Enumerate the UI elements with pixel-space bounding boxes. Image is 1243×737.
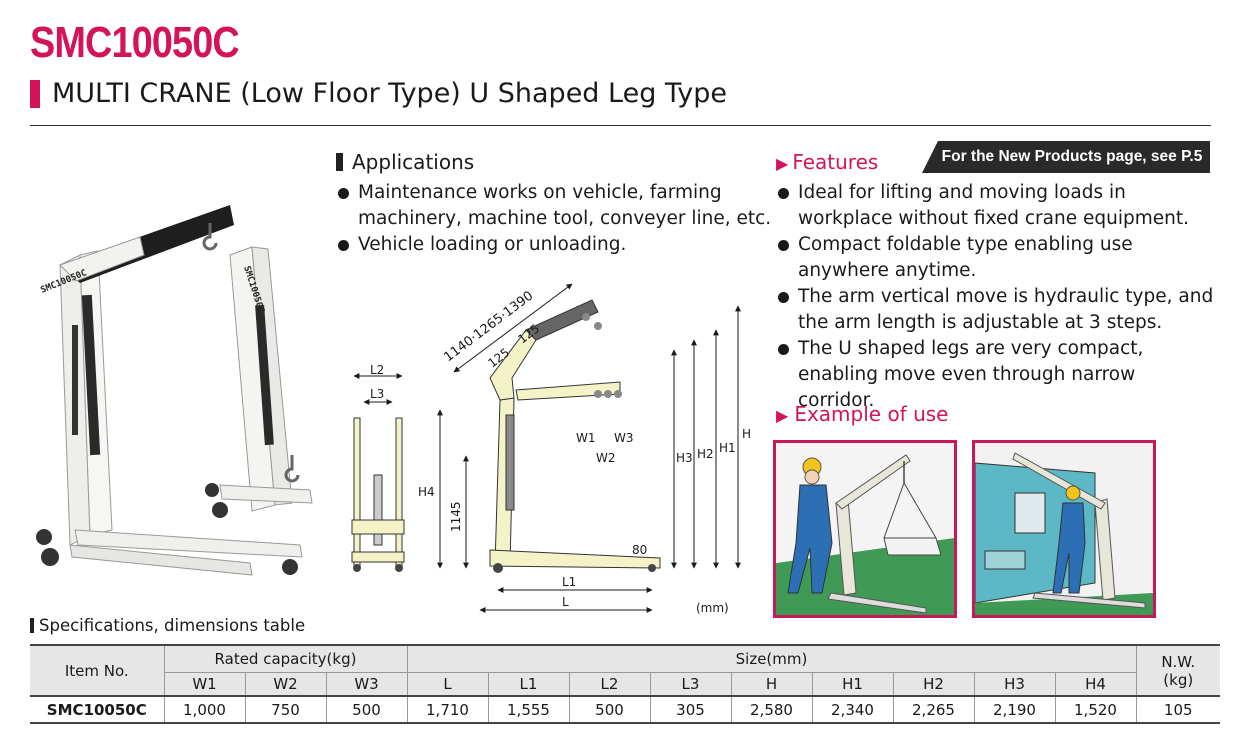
dimension-diagram: L2 L3 1140·1265·1390 125 125 W1 W3 W2 H3 [351, 283, 751, 615]
features-heading: ▶Features [776, 150, 878, 174]
heading-marker [336, 153, 343, 171]
col-w3: W3 [325, 672, 408, 696]
list-item: Maintenance works on vehicle, farming ma… [336, 180, 776, 232]
col-h4: H4 [1054, 672, 1136, 696]
features-list: Ideal for lifting and moving loads in wo… [776, 180, 1216, 414]
list-item: Compact foldable type enabling use anywh… [776, 232, 1216, 284]
label-w3: W3 [614, 431, 634, 445]
col-l2: L2 [568, 672, 651, 696]
col-l: L [406, 672, 489, 696]
cell-w1: 1,000 [163, 695, 246, 724]
label-h3: H3 [676, 451, 693, 465]
applications-heading-text: Applications [352, 150, 475, 174]
example-heading: ▶ Example of use [776, 402, 948, 426]
list-item: Ideal for lifting and moving loads in wo… [776, 180, 1216, 232]
label-h4: H4 [418, 485, 435, 499]
crane-front [36, 205, 303, 576]
cell-item: SMC10050C [30, 695, 165, 724]
label-h1: H1 [719, 441, 736, 455]
spec-table: Item No. Rated capacity(kg) Size(mm) N.W… [30, 644, 1220, 724]
col-l1: L1 [487, 672, 570, 696]
cell-h1: 2,340 [811, 695, 894, 724]
label-l3: L3 [370, 387, 384, 401]
header-divider [30, 125, 1211, 126]
table-row: SMC10050C 1,000 750 500 1,710 1,555 500 … [30, 695, 1220, 724]
col-w1: W1 [164, 672, 246, 696]
cell-h: 2,580 [730, 695, 813, 724]
subtitle-text: MULTI CRANE (Low Floor Type) U Shaped Le… [52, 78, 727, 109]
cell-l1: 1,555 [487, 695, 570, 724]
list-item: The U shaped legs are very compact, enab… [776, 336, 1216, 414]
header-size: Size(mm) [406, 644, 1137, 673]
cell-l2: 500 [568, 695, 651, 724]
features-heading-text: Features [792, 150, 879, 174]
example-1-drawing [776, 443, 954, 615]
label-w2: W2 [596, 451, 616, 465]
label-1145: 1145 [449, 501, 463, 532]
label-h: H [742, 427, 751, 441]
label-l2: L2 [370, 363, 384, 377]
example-illustration-2 [972, 440, 1156, 618]
col-w2: W2 [244, 672, 327, 696]
new-products-badge: For the New Products page, see P.5 [922, 141, 1210, 173]
list-item: Vehicle loading or unloading. [336, 232, 776, 258]
header-rated-capacity: Rated capacity(kg) [163, 644, 408, 673]
cell-l: 1,710 [406, 695, 489, 724]
col-h2: H2 [892, 672, 975, 696]
accent-bar [30, 79, 40, 108]
label-unit: (mm) [696, 601, 729, 615]
label-l: L [562, 595, 569, 609]
header-item-no: Item No. [30, 644, 165, 697]
spec-table-title: Specifications, dimensions table [30, 616, 305, 635]
example-2-drawing [975, 443, 1153, 615]
heading-marker [30, 618, 34, 633]
cell-h4: 1,520 [1054, 695, 1137, 724]
label-l1: L1 [562, 575, 576, 589]
example-illustration-1 [773, 440, 957, 618]
product-subtitle: MULTI CRANE (Low Floor Type) U Shaped Le… [30, 78, 727, 109]
nw-unit: (kg) [1163, 670, 1194, 689]
product-photo: SMC10050C SMC10050C [36, 205, 313, 576]
side-view [489, 299, 661, 573]
cell-w2: 750 [244, 695, 327, 724]
col-h1: H1 [811, 672, 894, 696]
col-h3: H3 [973, 672, 1056, 696]
header-net-weight: N.W.(kg) [1135, 644, 1220, 697]
cell-h2: 2,265 [892, 695, 975, 724]
cell-nw: 105 [1135, 695, 1220, 724]
label-w1: W1 [576, 431, 596, 445]
crane-back [205, 246, 313, 518]
col-l3: L3 [649, 672, 732, 696]
triangle-icon: ▶ [776, 154, 789, 173]
cell-h3: 2,190 [973, 695, 1056, 724]
model-title: SMC10050C [30, 18, 240, 67]
col-h: H [730, 672, 813, 696]
triangle-icon: ▶ [776, 406, 789, 425]
cell-l3: 305 [649, 695, 732, 724]
label-h2: H2 [697, 447, 714, 461]
label-80: 80 [632, 543, 647, 557]
spec-table-title-text: Specifications, dimensions table [39, 616, 306, 635]
nw-label: N.W. [1161, 652, 1196, 671]
applications-heading: Applications [336, 150, 474, 174]
list-item: The arm vertical move is hydraulic type,… [776, 284, 1216, 336]
cell-w3: 500 [325, 695, 408, 724]
front-view: L2 L3 [351, 363, 405, 572]
applications-list: Maintenance works on vehicle, farming ma… [336, 180, 776, 258]
example-heading-text: Example of use [794, 402, 949, 426]
